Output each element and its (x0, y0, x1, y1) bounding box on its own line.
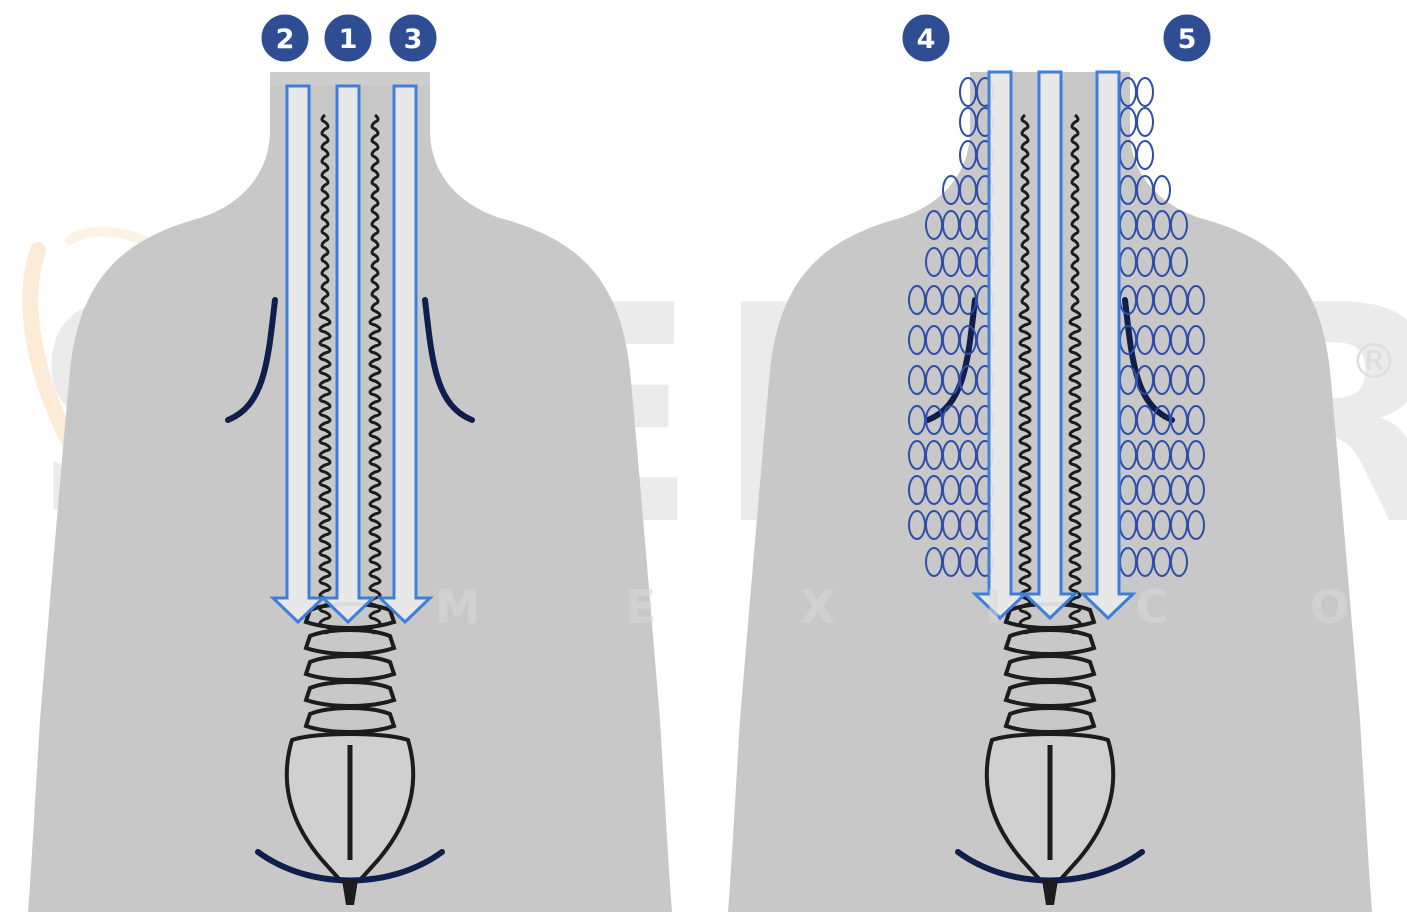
badge-3: 3 (388, 13, 438, 63)
badge-5-label: 5 (1178, 24, 1197, 55)
badge-2-label: 2 (276, 24, 295, 55)
badge-3-label: 3 (404, 24, 423, 55)
arrows-right (975, 72, 1133, 618)
badge-5: 5 (1162, 13, 1212, 63)
watermark-letter-x: X (800, 580, 835, 634)
badge-1-label: 1 (339, 24, 358, 55)
badge-2: 2 (260, 13, 310, 63)
badge-4: 4 (901, 13, 951, 63)
figure-right: 4 5 (728, 13, 1372, 912)
watermark-letter-e: E (625, 580, 656, 634)
figure-left: 2 1 3 (28, 13, 672, 912)
watermark-letter-m: M (435, 580, 481, 634)
watermark-letter-o: O (1310, 580, 1349, 634)
coil-loop (1137, 108, 1153, 136)
badge-4-label: 4 (917, 24, 936, 55)
coil-loop (1137, 141, 1153, 169)
badges-left: 2 1 3 (260, 13, 438, 63)
watermark-letter-c: C (1135, 580, 1169, 634)
badge-1: 1 (323, 13, 373, 63)
coil-loop (1137, 78, 1153, 106)
arrows-left (273, 86, 430, 622)
watermark-registered: ® (1350, 334, 1398, 390)
watermark-letter-i: I (985, 580, 1002, 634)
badges-right: 4 5 (901, 13, 1212, 63)
